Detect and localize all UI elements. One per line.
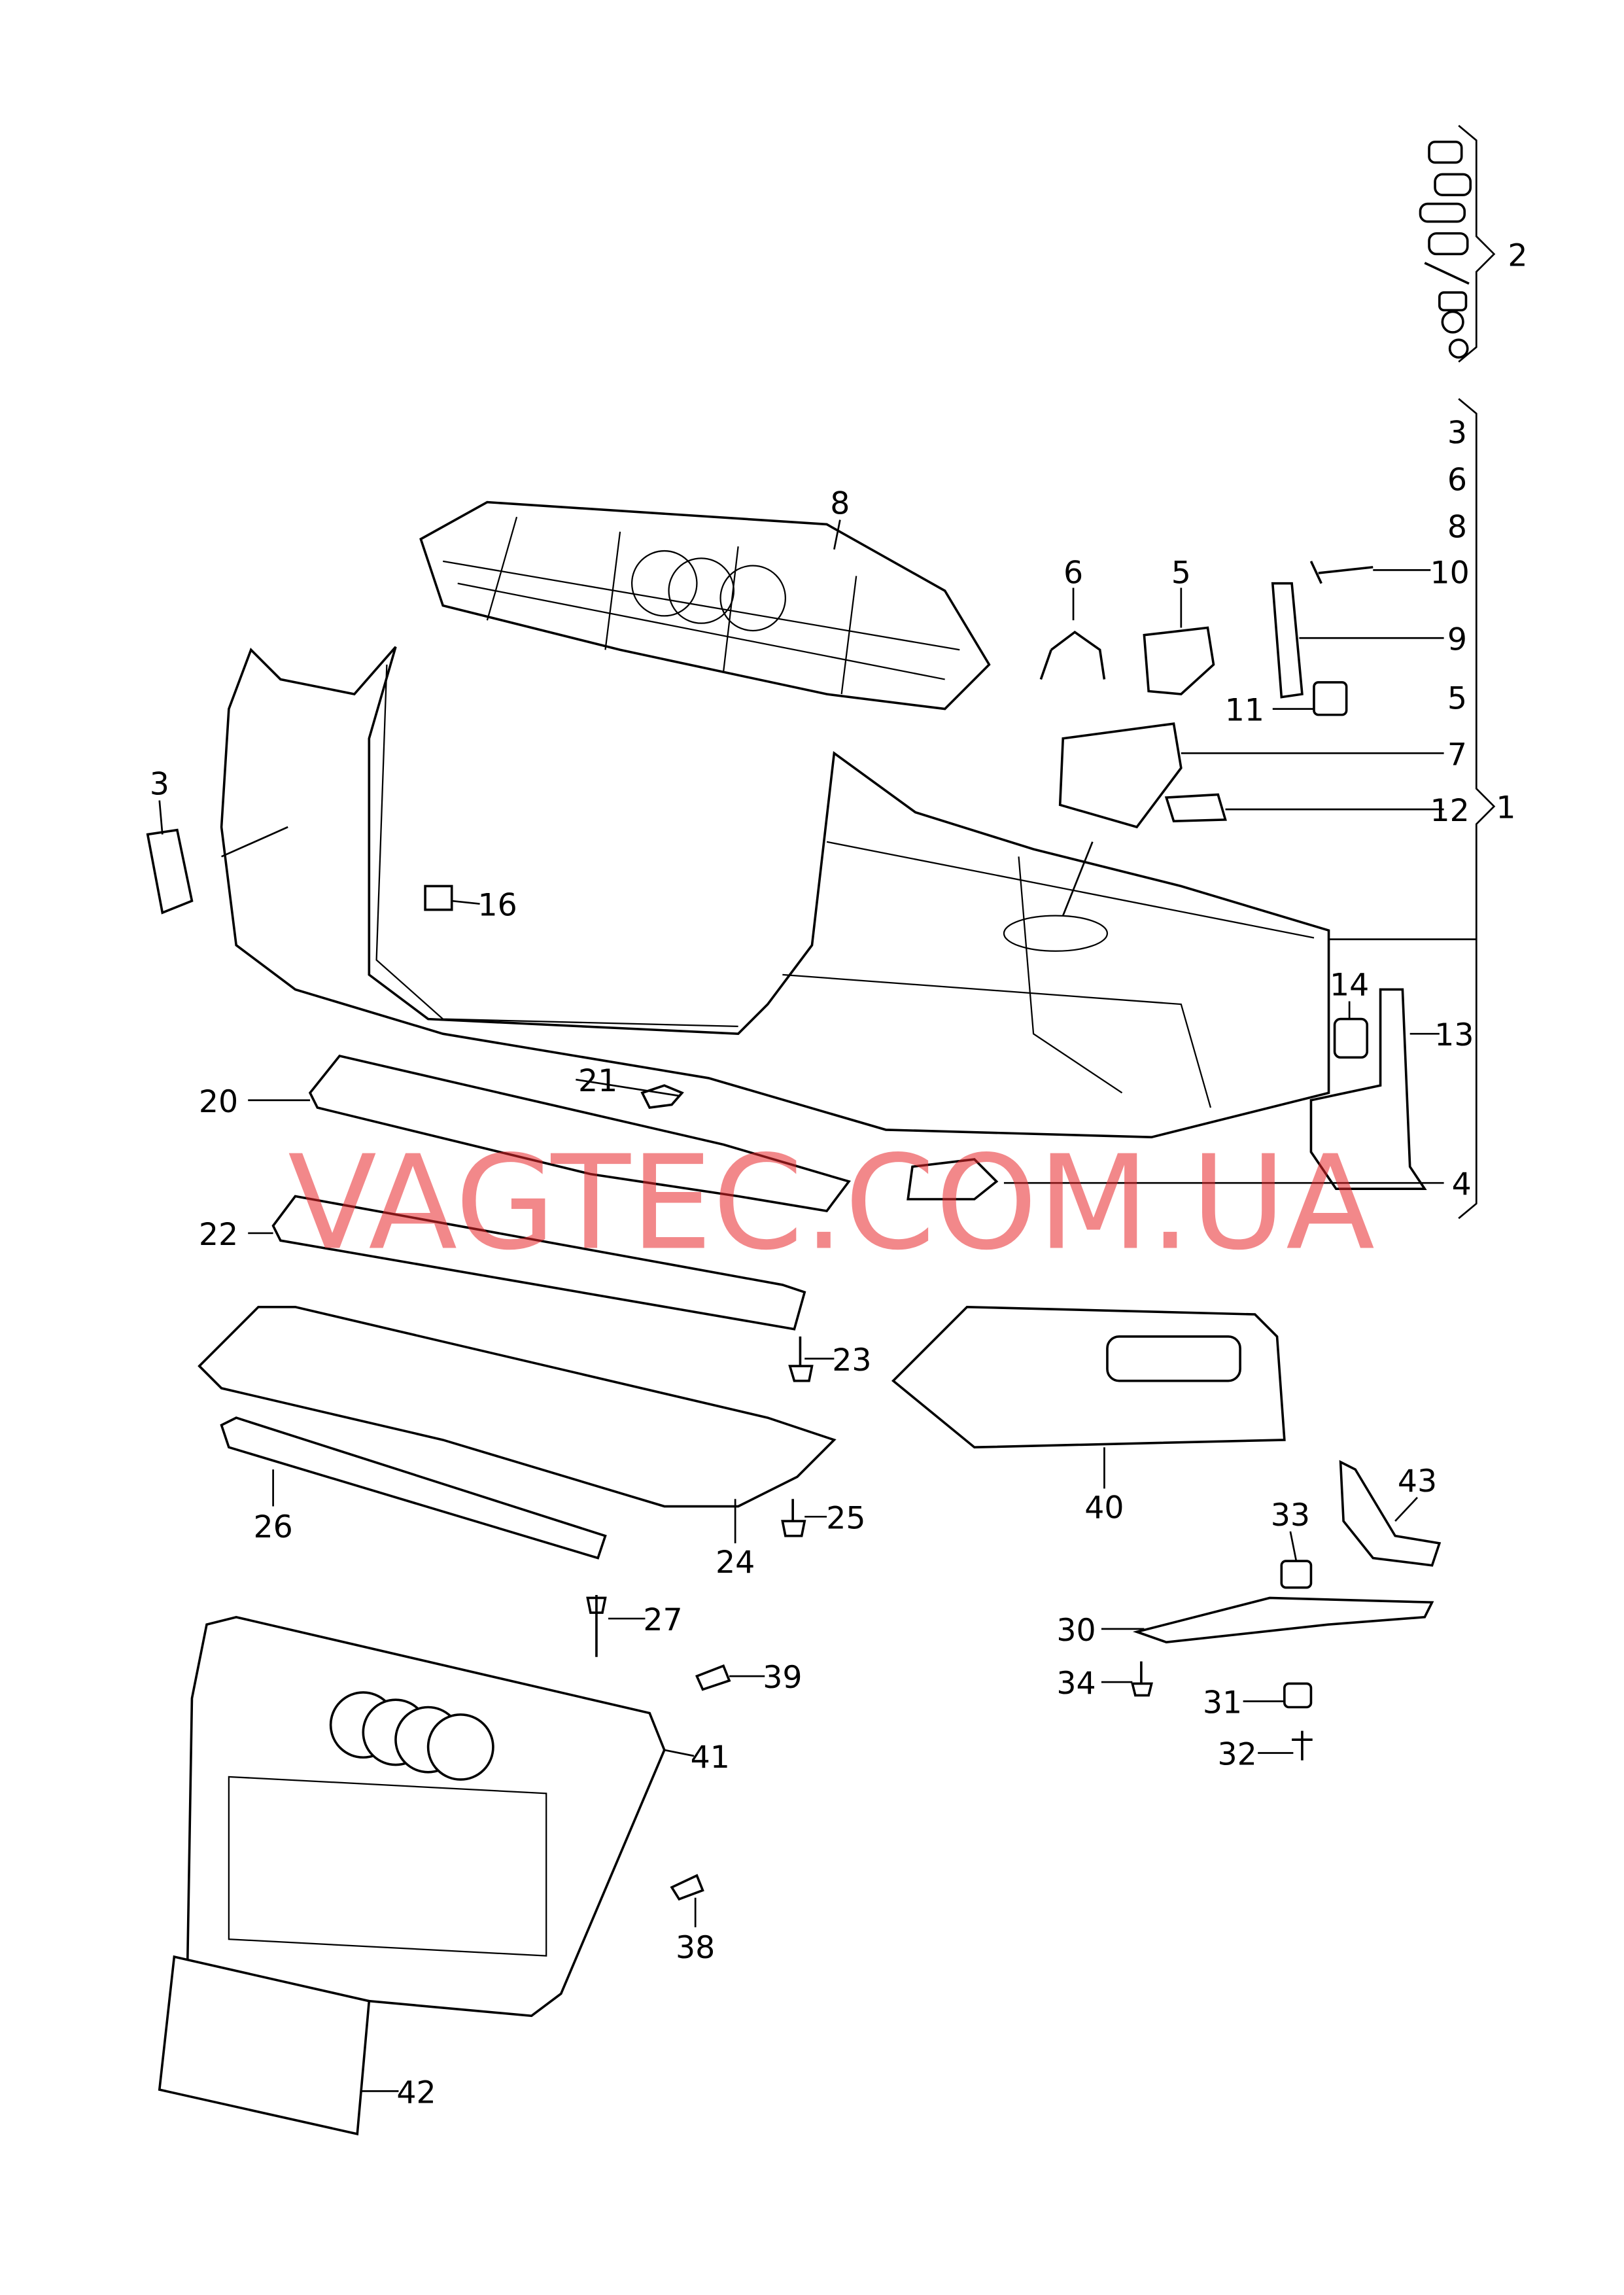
fasteners-set [1419,140,1472,359]
clip-part-12 [1164,793,1227,822]
callout-30: 30 [1056,1613,1096,1649]
bracket-part-9 [1271,582,1304,699]
license-plate-bracket-part-42 [158,1955,371,2136]
callout-14: 14 [1330,968,1369,1004]
callout-16: 16 [478,888,517,924]
radiator-grille-part-41 [186,1615,666,2018]
callout-5: 5 [1171,555,1191,591]
callout-12: 12 [1430,793,1469,829]
nut-part-31 [1283,1682,1313,1709]
nut-part-11 [1313,681,1348,716]
callout-24: 24 [716,1545,755,1581]
callout-31: 31 [1203,1685,1242,1721]
group-bracket-1 [1458,398,1496,1219]
callout-4: 4 [1452,1166,1472,1202]
callout-13: 13 [1434,1017,1474,1053]
callout-6: 6 [1063,555,1083,591]
callout-42: 42 [396,2075,436,2111]
cover-cap-part-3 [146,828,194,915]
callout-26: 26 [253,1509,292,1545]
bracket-part-30 [1132,1596,1434,1644]
leader-lines [158,519,1477,2092]
screw-part-39 [695,1664,731,1691]
clip-part-14 [1333,1017,1369,1059]
bracket-part-5 [1143,626,1215,695]
bumper-cover-part-1 [220,646,1330,1139]
washer-cover-part-4 [907,1158,999,1200]
callout-20: 20 [199,1084,238,1120]
clip-part-16 [424,885,453,911]
bracket-part-7 [1058,722,1183,829]
trim-strip-part-26 [220,1416,607,1560]
rivet-part-10 [1309,561,1373,584]
callout-3: 3 [1447,415,1467,451]
grille-lower-part-24 [198,1305,837,1508]
callout-40: 40 [1084,1490,1124,1526]
callout-39: 39 [763,1660,802,1696]
callout-22: 22 [199,1217,238,1253]
callout-21: 21 [578,1063,617,1099]
callout-10: 10 [1430,555,1469,591]
bumper-carrier-part-8 [419,500,991,710]
callout-3: 3 [150,767,169,803]
callout-25: 25 [826,1500,865,1536]
bracket-part-13 [1309,988,1427,1191]
group-bracket-2 [1458,124,1496,363]
callout-1: 1 [1496,790,1515,826]
screw-part-32 [1292,1730,1313,1761]
spring-part-6 [1039,630,1106,680]
rivet-part-27 [586,1594,607,1657]
trim-part-20 [308,1055,851,1213]
bracket-part-43 [1339,1460,1442,1567]
watermark: VAGTEC.COM.UA [288,1127,1375,1278]
callout-32: 32 [1217,1737,1256,1773]
callout-43: 43 [1398,1463,1437,1499]
nut-part-33 [1280,1560,1313,1589]
screw-part-38 [670,1874,704,1901]
screw-part-23 [788,1336,814,1382]
callout-38: 38 [676,1930,715,1966]
callout-33: 33 [1271,1498,1310,1533]
callout-41: 41 [691,1740,730,1776]
screw-part-34 [1131,1661,1153,1697]
callout-7: 7 [1447,737,1467,773]
callout-11: 11 [1225,693,1264,729]
callout-27: 27 [643,1602,682,1638]
callout-5: 5 [1447,681,1467,717]
callout-8: 8 [830,486,850,522]
callout-9: 9 [1447,622,1467,657]
screw-part-21 [640,1084,684,1110]
callout-8: 8 [1447,510,1467,546]
callout-34: 34 [1056,1666,1096,1702]
fog-opening [1106,1335,1241,1382]
callout-23: 23 [832,1342,871,1378]
screw-part-25 [781,1499,806,1537]
callout-6: 6 [1447,463,1467,499]
strip-part-22 [271,1195,806,1331]
callout-2: 2 [1508,237,1527,273]
